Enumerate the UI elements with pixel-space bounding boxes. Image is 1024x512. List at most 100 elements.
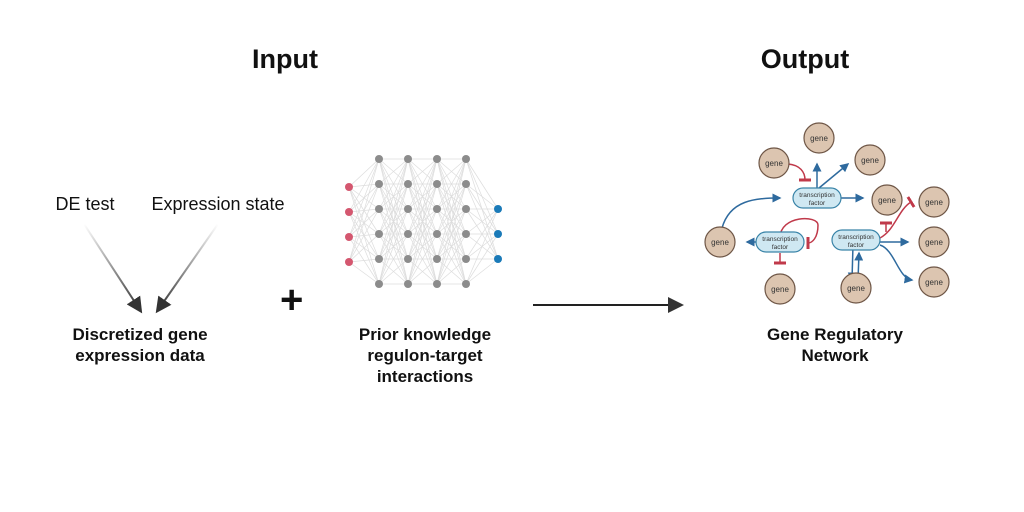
nn-edge — [407, 208, 438, 285]
input-node — [345, 233, 353, 241]
nn-edge — [407, 233, 438, 285]
nn-edge — [378, 158, 409, 260]
gene-label: gene — [765, 159, 783, 168]
nn-edge — [465, 258, 499, 285]
hidden-node — [462, 155, 470, 163]
nn-edge — [465, 158, 499, 210]
gene-label: gene — [861, 156, 879, 165]
nn-edge — [378, 158, 409, 285]
gene-node — [704, 226, 736, 258]
tf-label: factor — [772, 244, 789, 251]
nn-edge — [407, 158, 438, 235]
hidden-node — [375, 205, 383, 213]
nn-edge — [436, 183, 467, 285]
discretized-label: Discretized gene expression data — [72, 325, 208, 365]
hidden-node — [462, 180, 470, 188]
hidden-node — [433, 180, 441, 188]
nn-edge — [465, 208, 499, 235]
tf-label: factor — [848, 242, 865, 249]
gene-node — [854, 144, 886, 176]
gene-node — [758, 147, 790, 179]
tf-label: transcription — [838, 234, 874, 241]
gene-label: gene — [711, 238, 729, 247]
nn-edge — [436, 258, 467, 285]
nn-edge — [348, 261, 380, 285]
nn-edge — [348, 158, 380, 213]
input-node — [345, 258, 353, 266]
gene-node — [918, 186, 950, 218]
hidden-node — [375, 180, 383, 188]
nn-edge — [378, 158, 409, 210]
expression-state-label: Expression state — [151, 194, 285, 214]
nn-edge — [348, 183, 380, 263]
tf-label: factor — [809, 200, 826, 207]
hidden-node — [462, 280, 470, 288]
nn-edge — [348, 158, 380, 238]
hidden-node — [462, 230, 470, 238]
gene-label: gene — [847, 284, 865, 293]
hidden-node — [375, 280, 383, 288]
hidden-node — [404, 255, 412, 263]
hidden-node — [404, 280, 412, 288]
activation-edge — [721, 193, 782, 229]
nn-edge — [407, 183, 438, 285]
transcription-factor-node — [792, 187, 842, 209]
neural-network-icon — [345, 155, 502, 288]
input-node — [345, 183, 353, 191]
hidden-node — [404, 230, 412, 238]
nn-edge — [378, 158, 409, 185]
output-node — [494, 230, 502, 238]
nn-edge — [378, 158, 409, 235]
tf-label: transcription — [799, 192, 835, 199]
tf-label: transcription — [762, 236, 798, 243]
nn-edge — [407, 158, 438, 260]
inhibition-edge — [779, 217, 819, 250]
gene-node — [803, 122, 835, 154]
activation-edge — [879, 244, 914, 284]
input-header: Input — [252, 44, 318, 74]
hidden-node — [375, 155, 383, 163]
gene-label: gene — [925, 278, 943, 287]
nn-edge — [348, 208, 380, 263]
output-node — [494, 205, 502, 213]
de-test-label: DE test — [55, 194, 115, 214]
hidden-node — [433, 230, 441, 238]
hidden-node — [462, 255, 470, 263]
nn-edge — [348, 158, 380, 263]
nn-edge — [465, 183, 499, 210]
hidden-node — [433, 280, 441, 288]
nn-edge — [436, 233, 467, 285]
gene-label: gene — [925, 198, 943, 207]
nn-edge — [436, 158, 467, 185]
input-node — [345, 208, 353, 216]
hidden-node — [433, 205, 441, 213]
gene-node — [918, 226, 950, 258]
output-node — [494, 255, 502, 263]
gene-node — [764, 273, 796, 305]
activation-edge — [818, 163, 850, 189]
hidden-node — [462, 205, 470, 213]
hidden-node — [375, 255, 383, 263]
nn-edge — [407, 158, 438, 185]
nn-edge — [407, 158, 438, 210]
transcription-factor-node — [831, 229, 881, 251]
expression-state-arrow — [155, 223, 219, 314]
hidden-node — [433, 155, 441, 163]
gene-label: gene — [810, 134, 828, 143]
prior-knowledge-label: Prior knowledge regulon-target interacti… — [358, 325, 492, 386]
gene-label: gene — [925, 238, 943, 247]
hidden-node — [404, 205, 412, 213]
nn-edge — [436, 158, 467, 260]
inhibition-edge — [879, 196, 916, 239]
nn-edge — [378, 258, 409, 285]
grn-label: Gene Regulatory Network — [766, 325, 904, 365]
inhibition-edge — [787, 163, 812, 182]
gene-node — [918, 266, 950, 298]
gene-label: gene — [771, 285, 789, 294]
hidden-node — [404, 180, 412, 188]
nn-edge — [465, 233, 499, 285]
nn-edge — [407, 158, 438, 285]
nn-edge — [378, 183, 409, 285]
nn-edge — [465, 208, 499, 260]
